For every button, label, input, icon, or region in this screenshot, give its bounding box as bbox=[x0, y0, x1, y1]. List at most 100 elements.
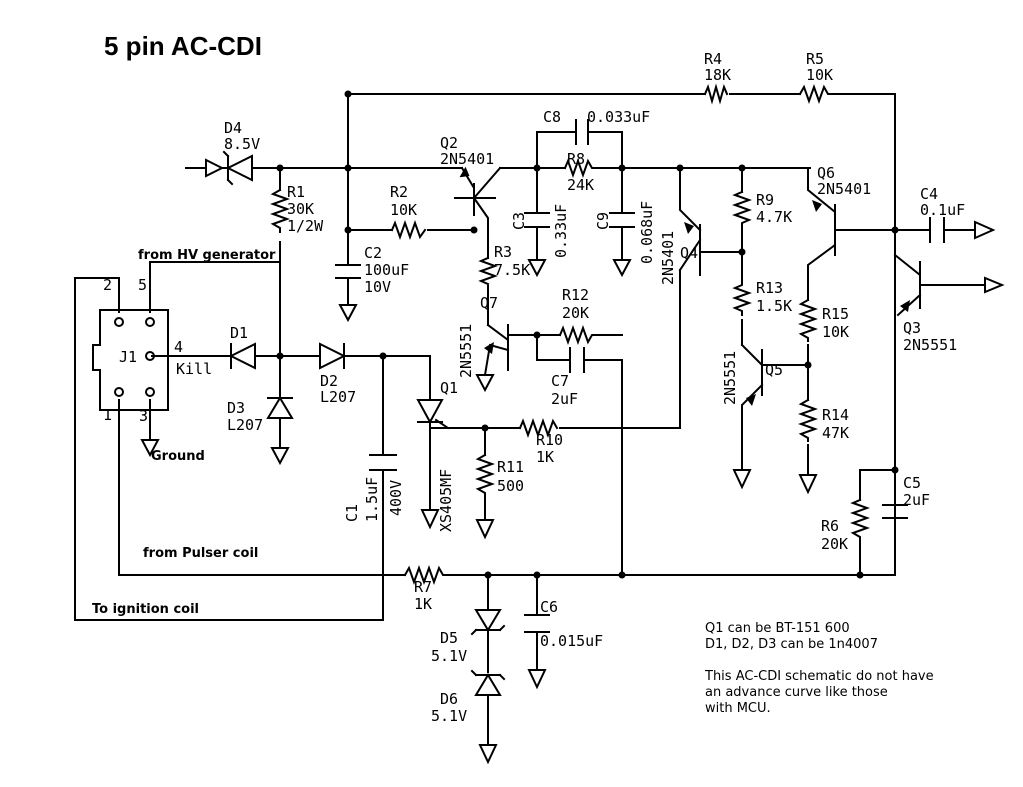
d5-value: 5.1V bbox=[431, 647, 467, 665]
capacitor-c3 bbox=[524, 212, 550, 228]
d2-value: L207 bbox=[320, 388, 356, 406]
c5-ref: C5 bbox=[903, 474, 921, 492]
r6-ref: R6 bbox=[821, 517, 839, 535]
q5-ref: Q5 bbox=[765, 361, 783, 379]
port-left-icon bbox=[185, 158, 225, 178]
resistor-r2 bbox=[390, 220, 427, 240]
capacitor-c4 bbox=[929, 217, 945, 243]
capacitor-c6 bbox=[524, 614, 550, 633]
resistor-r5 bbox=[798, 84, 837, 104]
resistor-r4 bbox=[703, 83, 729, 105]
capacitor-c1 bbox=[369, 454, 397, 471]
q7-ref: Q7 bbox=[480, 294, 498, 312]
c2-rating: 10V bbox=[364, 278, 391, 296]
pin-5: 5 bbox=[138, 276, 147, 294]
resistor-r12 bbox=[558, 325, 597, 345]
r7-ref: R7 bbox=[414, 578, 432, 596]
c7-value: 2uF bbox=[551, 390, 578, 408]
ground-icon bbox=[140, 439, 160, 458]
q4-value: 2N5401 bbox=[659, 231, 677, 285]
zener-d4 bbox=[222, 150, 253, 186]
capacitor-c5 bbox=[882, 504, 908, 519]
r15-value: 10K bbox=[822, 323, 849, 341]
resistor-r15 bbox=[798, 298, 818, 342]
r8-value: 24K bbox=[567, 176, 594, 194]
component-labels: R4 18K R5 10K D4 8.5V Q2 2N5401 C8 0.033… bbox=[224, 50, 965, 725]
scr-q1 bbox=[416, 399, 450, 430]
r11-ref: R11 bbox=[497, 458, 524, 476]
ground-icon bbox=[475, 519, 495, 540]
c1-ref: C1 bbox=[343, 504, 361, 522]
c2-value: 100uF bbox=[364, 261, 409, 279]
transistors bbox=[454, 166, 921, 406]
diode-d2 bbox=[319, 342, 347, 370]
resistor-r14 bbox=[798, 398, 818, 442]
notes: Q1 can be BT-151 600 D1, D2, D3 can be 1… bbox=[704, 621, 934, 716]
note-line: This AC-CDI schematic do not have bbox=[704, 669, 934, 684]
ground-icon bbox=[420, 509, 440, 530]
ground-icon bbox=[338, 304, 358, 323]
c5-value: 2uF bbox=[903, 491, 930, 509]
q2-value: 2N5401 bbox=[440, 150, 494, 168]
r10-ref: R10 bbox=[536, 431, 563, 449]
pin-4: 4 bbox=[174, 338, 183, 356]
resistors bbox=[270, 83, 870, 585]
c2-ref: C2 bbox=[364, 244, 382, 262]
r7-value: 1K bbox=[414, 595, 432, 613]
d6-value: 5.1V bbox=[431, 707, 467, 725]
q2-ref: Q2 bbox=[440, 134, 458, 152]
label-ignition-coil: To ignition coil bbox=[92, 602, 199, 617]
c4-ref: C4 bbox=[920, 185, 938, 203]
capacitor-c8 bbox=[575, 119, 589, 145]
capacitor-c9 bbox=[609, 212, 635, 228]
c6-ref: C6 bbox=[540, 598, 558, 616]
d3-value: L207 bbox=[227, 416, 263, 434]
r14-value: 47K bbox=[822, 424, 849, 442]
r1-rating: 1/2W bbox=[287, 217, 324, 235]
ground-icon bbox=[798, 474, 818, 495]
resistor-r6 bbox=[850, 498, 870, 541]
q1-value: XS405MF bbox=[437, 469, 455, 532]
resistor-r10 bbox=[518, 418, 559, 438]
capacitor-c2 bbox=[335, 264, 361, 279]
c9-ref: C9 bbox=[594, 212, 612, 230]
c8-ref: C8 bbox=[543, 108, 561, 126]
c7-ref: C7 bbox=[551, 372, 569, 390]
resistor-r13 bbox=[732, 269, 752, 316]
pin-kill: Kill bbox=[176, 360, 212, 378]
r3-value: 7.5K bbox=[494, 261, 530, 279]
ground-icon bbox=[475, 374, 495, 393]
diagram-title: 5 pin AC-CDI bbox=[104, 31, 262, 61]
c1-rating: 400V bbox=[387, 480, 405, 516]
note-line: an advance curve like those bbox=[705, 685, 888, 700]
q4-ref: Q4 bbox=[680, 244, 698, 262]
note-line: D1, D2, D3 can be 1n4007 bbox=[705, 637, 878, 652]
r15-ref: R15 bbox=[822, 305, 849, 323]
label-hv-generator: from HV generator bbox=[138, 248, 276, 263]
r5-value: 10K bbox=[806, 66, 833, 84]
q7-value: 2N5551 bbox=[457, 324, 475, 378]
ground-icon bbox=[478, 744, 498, 765]
pin-2: 2 bbox=[103, 276, 112, 294]
label-pulser-coil: from Pulser coil bbox=[143, 546, 258, 561]
resistor-r11 bbox=[475, 453, 495, 496]
r9-value: 4.7K bbox=[756, 208, 792, 226]
ports bbox=[185, 158, 1005, 294]
r14-ref: R14 bbox=[822, 406, 849, 424]
diode-d3 bbox=[266, 396, 294, 419]
d4-value: 8.5V bbox=[224, 135, 260, 153]
ground-icon bbox=[270, 447, 290, 466]
note-line: Q1 can be BT-151 600 bbox=[705, 621, 850, 636]
r11-value: 500 bbox=[497, 477, 524, 495]
ground-icon bbox=[732, 469, 752, 490]
resistor-r7 bbox=[403, 565, 453, 585]
resistor-r1 bbox=[270, 188, 290, 233]
c3-value: 0.33uF bbox=[552, 204, 570, 258]
r12-value: 20K bbox=[562, 304, 589, 322]
r2-value: 10K bbox=[390, 201, 417, 219]
resistor-r3 bbox=[478, 256, 498, 286]
port-right-icon bbox=[974, 220, 996, 240]
r8-ref: R8 bbox=[567, 150, 585, 168]
zener-d6 bbox=[470, 669, 506, 696]
